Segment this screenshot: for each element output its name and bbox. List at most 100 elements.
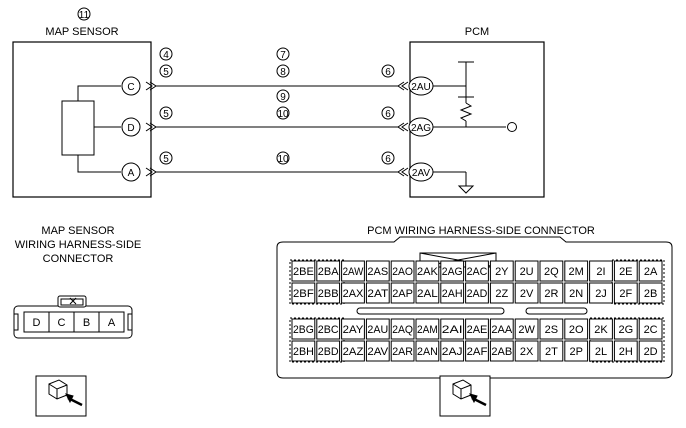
pcm-cell-box-2m: [564, 260, 589, 282]
pcm-cell-2bg: 2BG: [293, 324, 314, 336]
pcm-cell-box-2c: [638, 318, 663, 340]
pcm-cell-box-2bb: [316, 282, 341, 304]
pcm-cell-box-2aj: [440, 340, 465, 362]
pcm-cell-2m: 2M: [569, 266, 584, 278]
pcm-cell-2aq: 2AQ: [392, 324, 413, 336]
pcm-cell-box-2an: [415, 340, 440, 362]
pcm-cell-2am: 2AM: [417, 324, 438, 336]
pcm-cell-box-2i: [589, 260, 613, 282]
pcm-cell-box-2am: [415, 318, 440, 340]
pcm-cell-2be: 2BE: [293, 266, 314, 278]
pcm-cell-2av: 2AV: [367, 346, 388, 358]
sensor-pin-a: A: [121, 162, 141, 182]
pcm-title: PCM: [465, 26, 489, 38]
pcm-cell-box-2a: [638, 260, 663, 282]
map-sensor-box: [12, 41, 152, 198]
sensor-pin-c: C: [121, 76, 141, 96]
pcm-cell-2s: 2S: [545, 324, 558, 336]
wire2-pcm-ref: 6: [385, 109, 391, 120]
svg-text:C: C: [127, 82, 134, 93]
pcm-cell-2a: 2A: [644, 266, 658, 278]
pcm-cell-2ay: 2AY: [343, 324, 364, 336]
wire-refs: 4 5 7 8 6 5 9 10 6 5 10 6: [159, 47, 395, 165]
probe-icon-pcm: [439, 375, 491, 417]
pcm-cell-2ad: 2AD: [467, 288, 488, 300]
pcm-cell-2al: 2AL: [417, 288, 438, 300]
pcm-cell-box-2aq: [390, 318, 415, 340]
pcm-cell-box-2v: [514, 282, 539, 304]
pcm-cell-box-2bd: [316, 340, 341, 362]
sensor-connector: MAP SENSOR WIRING HARNESS-SIDE CONNECTOR…: [13, 225, 142, 417]
pcm-cell-box-2e: [613, 260, 638, 282]
pcm-cell-2ag: 2AG: [442, 266, 463, 278]
pcm-cell-2ah: 2AH: [442, 288, 463, 300]
pcm-cell-2q: 2Q: [544, 266, 559, 278]
pcm-cell-box-2ai: [440, 318, 465, 340]
pcm-cell-2ao: 2AO: [392, 266, 413, 278]
pcm-cell-box-2d: [638, 340, 663, 362]
pcm-cell-box-2p: [564, 340, 589, 362]
pcm-cell-2d: 2D: [644, 346, 658, 358]
map-sensor: 11 MAP SENSOR C D A: [12, 7, 152, 198]
pcm-cell-box-2bf: [291, 282, 316, 304]
pcm-cell-box-2ad: [465, 282, 489, 304]
pcm-cell-box-2be: [291, 260, 316, 282]
pcm-cell-box-2j: [589, 282, 613, 304]
pcm-cell-2ak: 2AK: [417, 266, 438, 278]
sensor-pin-d: D: [121, 117, 141, 137]
wires: [145, 81, 409, 177]
pcm-cell-box-2s: [539, 318, 564, 340]
pcm-box: [409, 41, 545, 198]
pcm-cell-box-2au: [365, 318, 390, 340]
pcm-cell-2f: 2F: [619, 288, 632, 300]
pcm-cell-2r: 2R: [544, 288, 558, 300]
pcm-cell-box-2ae: [465, 318, 489, 340]
pcm-cell-box-2q: [539, 260, 564, 282]
pcm-cell-box-2f: [613, 282, 638, 304]
pcm-cell-2at: 2AT: [367, 288, 388, 300]
pcm-cell-box-2t: [539, 340, 564, 362]
pcm-cell-2h: 2H: [619, 346, 633, 358]
pcm-cell-box-2ab: [489, 340, 514, 362]
sensor-conn-pin-d: D: [33, 317, 41, 329]
pcm-cell-box-2ak: [415, 260, 440, 282]
sensor-connector-title-1: MAP SENSOR: [41, 225, 114, 237]
pcm-cell-2ap: 2AP: [392, 288, 413, 300]
pcm-connector-title: PCM WIRING HARNESS-SIDE CONNECTOR: [367, 225, 595, 237]
pcm-cell-2e: 2E: [619, 266, 632, 278]
pcm-cell-box-2w: [514, 318, 539, 340]
pcm-cell-box-2ay: [341, 318, 365, 340]
pcm-cell-box-2ah: [440, 282, 465, 304]
svg-text:A: A: [128, 168, 135, 179]
pcm-pin-2au: 2AU: [408, 76, 434, 96]
pcm-cell-box-2ax: [341, 282, 365, 304]
pcm-cell-2af: 2AF: [467, 346, 488, 358]
pcm-cell-box-2k: [589, 318, 613, 340]
pcm-cell-2g: 2G: [618, 324, 633, 336]
wire2-mid-a: 9: [280, 92, 286, 103]
pcm-cell-2u: 2U: [520, 266, 534, 278]
sensor-connector-title-2: WIRING HARNESS-SIDE: [15, 239, 142, 251]
pcm-cell-box-2o: [564, 318, 589, 340]
pcm-cell-box-2av: [365, 340, 390, 362]
wire1-mid-a: 7: [280, 50, 286, 61]
wire1-ref-b: 5: [163, 67, 169, 78]
map-sensor-ref: 11: [79, 10, 90, 21]
pcm-cell-2j: 2J: [595, 288, 607, 300]
sensor-conn-pin-b: B: [83, 317, 90, 329]
svg-text:2AU: 2AU: [411, 82, 430, 93]
pcm-cell-2n: 2N: [569, 288, 583, 300]
pcm-cell-2k: 2K: [594, 324, 608, 336]
sensor-connector-title-3: CONNECTOR: [43, 253, 114, 265]
map-sensor-title: MAP SENSOR: [45, 26, 118, 38]
pcm-cell-2w: 2W: [518, 324, 535, 336]
wire1-mid-b: 8: [280, 67, 286, 78]
pcm-cell-2o: 2O: [569, 324, 584, 336]
pcm-cell-2ab: 2AB: [491, 346, 512, 358]
pcm-cell-2y: 2Y: [495, 266, 509, 278]
pcm-cell-2ar: 2AR: [392, 346, 413, 358]
pcm-cell-box-2as: [365, 260, 390, 282]
wire2-mid-b: 10: [277, 109, 289, 120]
